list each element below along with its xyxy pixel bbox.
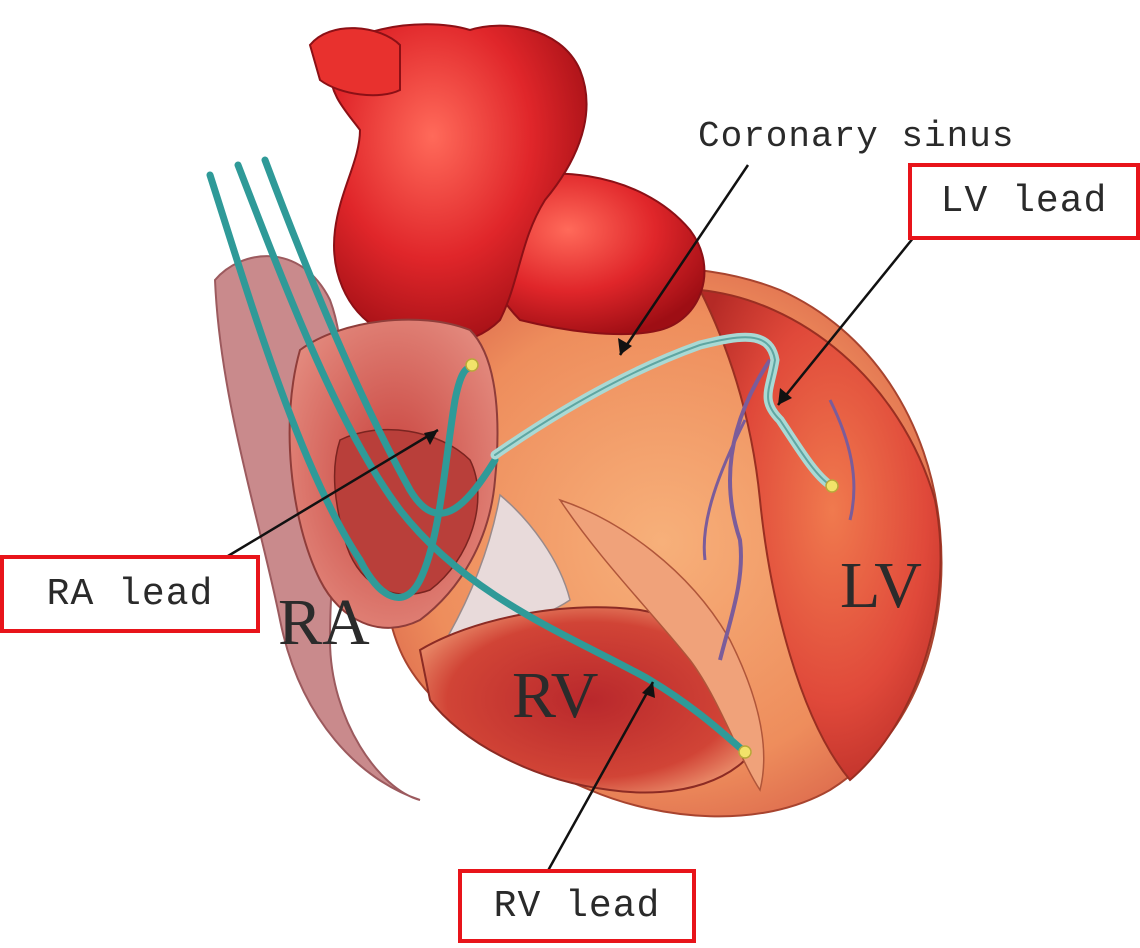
chamber-label-rv: RV bbox=[512, 658, 598, 734]
chamber-label-lv: LV bbox=[840, 548, 922, 624]
label-rv-lead: RV lead bbox=[494, 885, 661, 928]
label-coronary-sinus: Coronary sinus bbox=[698, 116, 1014, 157]
label-lv-lead: LV lead bbox=[941, 180, 1108, 223]
label-rv-lead-box: RV lead bbox=[458, 869, 696, 943]
label-ra-lead-box: RA lead bbox=[0, 555, 260, 633]
aortic-arch-branch bbox=[310, 28, 400, 95]
label-lv-lead-box: LV lead bbox=[908, 163, 1140, 240]
label-ra-lead: RA lead bbox=[47, 573, 214, 616]
ra-lead-tip bbox=[466, 359, 478, 371]
chamber-label-ra: RA bbox=[278, 585, 370, 661]
rv-lead-tip bbox=[739, 746, 751, 758]
lv-lead-tip bbox=[826, 480, 838, 492]
